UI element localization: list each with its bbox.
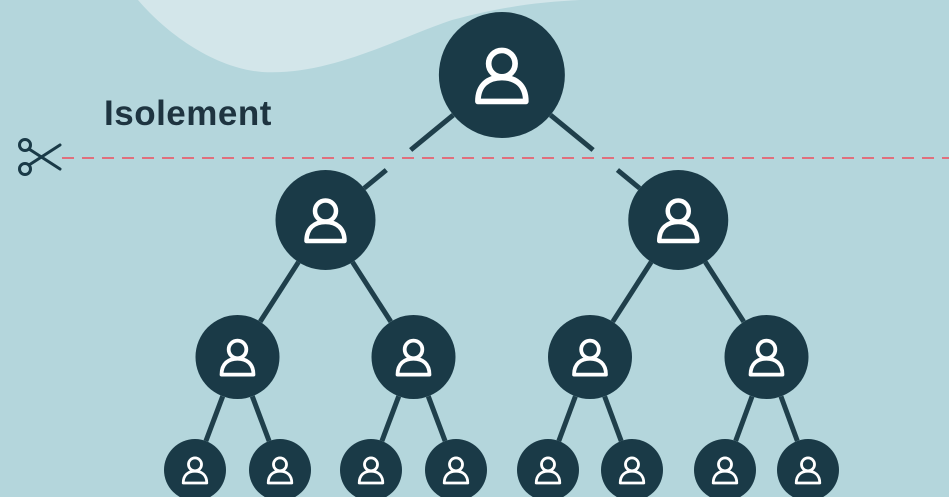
- severed-connector-bottom: [615, 168, 642, 191]
- severed-connector-bottom: [362, 168, 388, 191]
- person-node: [164, 439, 226, 497]
- person-icon: [181, 456, 209, 485]
- person-icon: [475, 47, 529, 105]
- connector-line: [778, 395, 800, 442]
- person-node: [517, 439, 579, 497]
- connector-line: [258, 260, 301, 324]
- person-node: [601, 439, 663, 497]
- person-node: [438, 12, 565, 138]
- person-node: [340, 439, 402, 497]
- person-icon: [618, 456, 646, 485]
- person-icon: [534, 456, 562, 485]
- severed-connector-top: [548, 113, 595, 152]
- severed-connector-top: [409, 113, 455, 152]
- connector-line: [425, 395, 448, 442]
- person-node: [275, 170, 376, 270]
- diagram-title: Isolement: [104, 94, 272, 133]
- person-icon: [657, 198, 700, 244]
- person-node: [694, 439, 756, 497]
- person-icon: [748, 338, 785, 377]
- connector-line: [556, 395, 578, 442]
- person-node: [724, 315, 809, 399]
- person-node: [371, 315, 456, 399]
- connector-line: [379, 395, 402, 442]
- person-icon: [266, 456, 294, 485]
- person-icon: [219, 338, 256, 377]
- person-node: [628, 170, 729, 270]
- connector-line: [350, 260, 393, 324]
- person-node: [548, 315, 632, 399]
- person-node: [777, 439, 839, 497]
- people-nodes: [164, 12, 839, 497]
- person-icon: [304, 198, 347, 244]
- person-icon: [357, 456, 385, 485]
- connector-line: [733, 395, 755, 442]
- connector-line: [602, 395, 624, 442]
- connector-lines: [203, 113, 800, 442]
- person-icon: [794, 456, 822, 485]
- scissors-icon: [18, 138, 62, 176]
- person-icon: [711, 456, 739, 485]
- person-node: [425, 439, 487, 497]
- connector-line: [610, 260, 654, 324]
- person-icon: [395, 338, 432, 377]
- person-node: [249, 439, 311, 497]
- person-icon: [572, 338, 608, 377]
- connector-line: [203, 395, 226, 442]
- connector-line: [703, 260, 746, 324]
- person-node: [195, 315, 280, 399]
- person-icon: [442, 456, 470, 485]
- connector-line: [249, 395, 272, 442]
- background-blob: [138, 0, 580, 73]
